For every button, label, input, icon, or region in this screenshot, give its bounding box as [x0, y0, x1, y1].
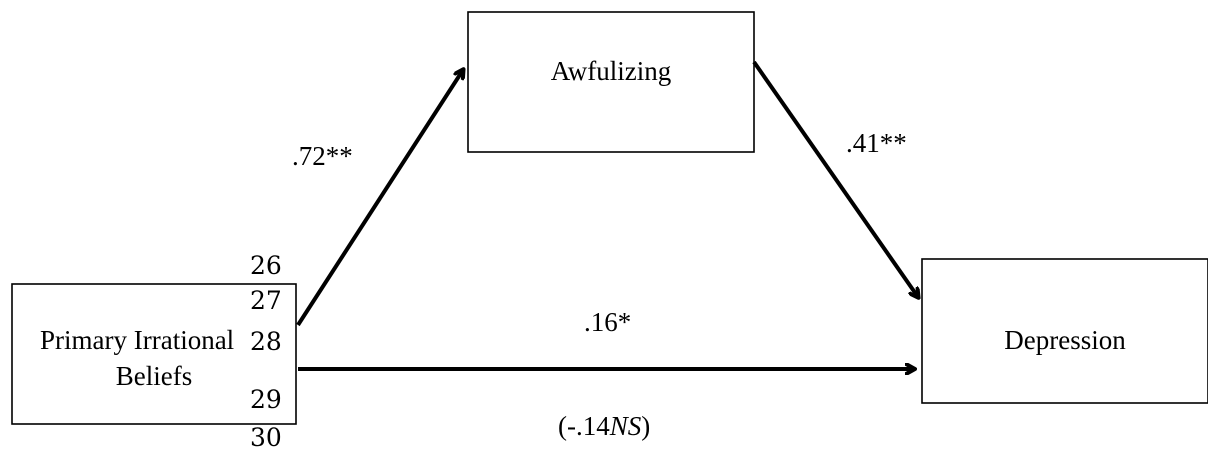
- line-number: 30: [250, 423, 282, 452]
- path-a-coefficient: .72**: [292, 141, 353, 171]
- outcome-box: [921, 258, 1208, 404]
- path-c-total-coefficient: (-.14NS): [558, 411, 650, 441]
- path-b-arrow: [752, 60, 918, 297]
- line-number: 27: [250, 286, 282, 315]
- path-c-prime-coefficient: .16*: [584, 307, 631, 337]
- mediator-label: Awfulizing: [551, 56, 672, 86]
- predictor-label-line1: Primary Irrational: [40, 325, 234, 355]
- path-b-coefficient: .41**: [846, 128, 907, 158]
- line-number: 26: [250, 251, 282, 280]
- mediator-box: [467, 11, 755, 153]
- line-number: 28: [250, 327, 282, 356]
- predictor-label-line2: Beliefs: [116, 361, 192, 391]
- outcome-label: Depression: [1004, 325, 1126, 355]
- path-a-arrow: [296, 70, 463, 327]
- path-c-total-prefix: (-.14: [558, 411, 610, 441]
- predictor-box: [11, 283, 297, 425]
- path-c-total-italic: NS: [609, 411, 642, 441]
- line-number: 29: [250, 385, 282, 414]
- path-c-total-suffix: ): [641, 411, 650, 441]
